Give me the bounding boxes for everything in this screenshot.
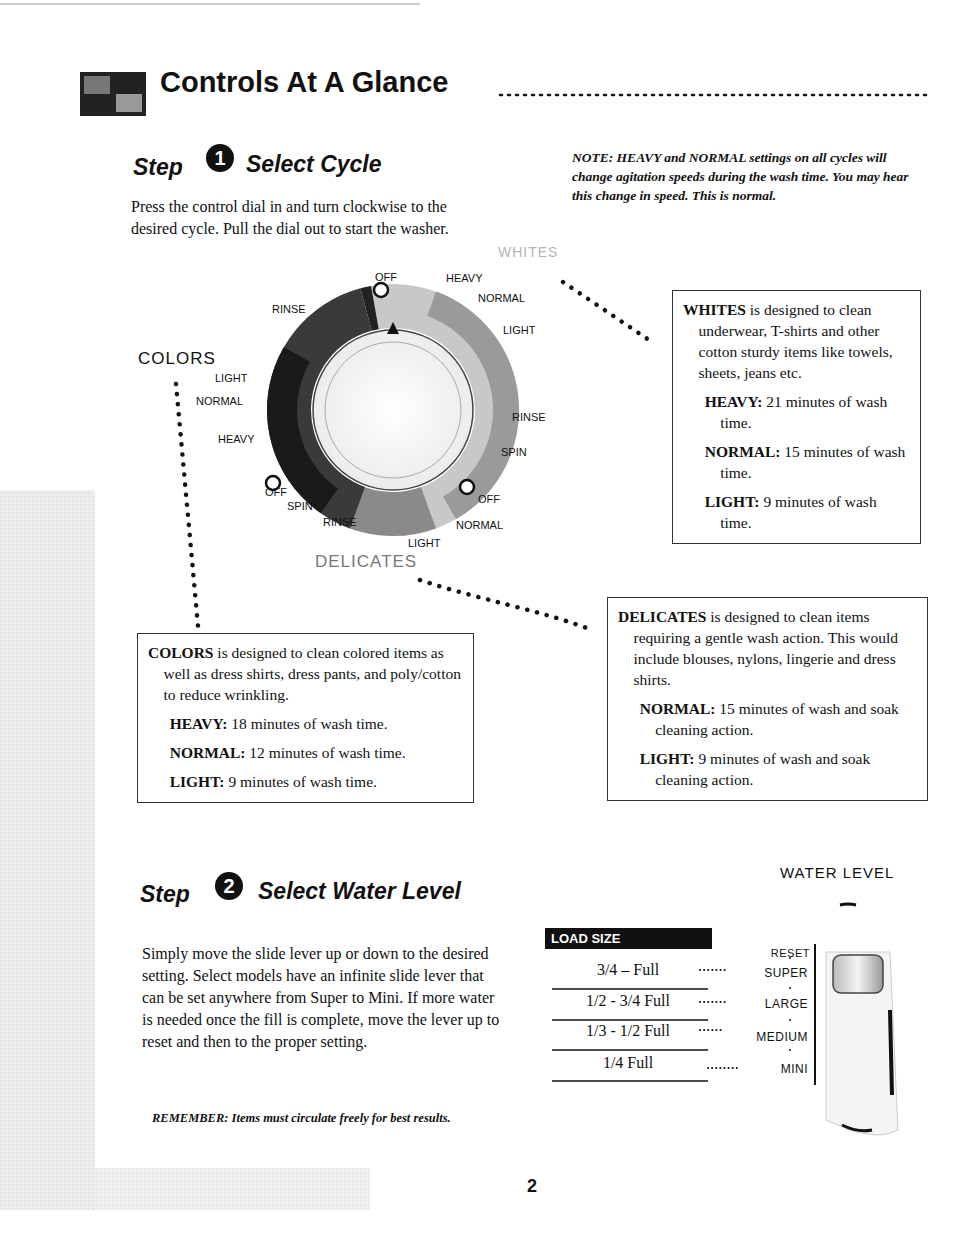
dial-mark: NORMAL — [196, 395, 243, 407]
space — [695, 750, 699, 767]
description: 18 minutes of wash time. — [231, 715, 387, 732]
box-paragraph: HEAVY: 21 minutes of wash time. — [705, 391, 910, 433]
page-title: Controls At A Glance — [160, 66, 454, 99]
term: COLORS — [148, 644, 213, 661]
box-paragraph: HEAVY: 18 minutes of wash time. — [170, 713, 463, 734]
term: NORMAL: — [640, 700, 716, 717]
step-number: 2 — [215, 872, 243, 900]
table-cell: 1/3 - 1/2 Full — [586, 1022, 670, 1040]
step-heading: Select Water Level — [258, 878, 461, 905]
space — [245, 744, 249, 761]
dial-mark: OFF — [375, 271, 397, 283]
space — [227, 715, 231, 732]
cycle-info-box: COLORS is designed to clean colored item… — [137, 633, 474, 803]
term: NORMAL: — [705, 443, 781, 460]
space — [715, 700, 719, 717]
description: 9 minutes of wash time. — [228, 773, 377, 790]
table-cell: 1/2 - 3/4 Full — [586, 992, 670, 1010]
dial-mark: LIGHT — [408, 537, 440, 549]
space — [706, 608, 710, 625]
term: LIGHT: — [640, 750, 695, 767]
slider-mark: LARGE — [765, 997, 808, 1011]
space — [746, 301, 750, 318]
note: NOTE: HEAVY and NORMAL settings on all c… — [572, 148, 922, 205]
dial-mark: HEAVY — [446, 272, 482, 284]
slider-mark: SUPER — [764, 966, 808, 980]
off-marker — [460, 480, 474, 494]
box-paragraph: LIGHT: 9 minutes of wash time. — [170, 771, 463, 792]
dial-mark: OFF — [478, 493, 500, 505]
step-word: Step — [133, 154, 183, 181]
slider-mark: MEDIUM — [756, 1030, 808, 1044]
step-number: 1 — [206, 144, 234, 172]
side-band — [0, 490, 95, 1210]
dial-ring — [325, 342, 461, 478]
dial-mark: NORMAL — [456, 519, 503, 531]
space — [760, 493, 764, 510]
term: HEAVY: — [170, 715, 228, 732]
off-marker — [374, 283, 388, 297]
step-word: Step — [140, 881, 190, 908]
title-dots — [500, 94, 928, 97]
description: 12 minutes of wash time. — [249, 744, 405, 761]
cycle-name: WHITES — [498, 244, 558, 260]
dial-knob — [313, 330, 473, 490]
space — [213, 644, 217, 661]
box-paragraph: COLORS is designed to clean colored item… — [148, 642, 463, 705]
table-header: LOAD SIZE — [545, 928, 712, 949]
cycle-name: COLORS — [138, 349, 216, 369]
dial-mark: RINSE — [512, 411, 546, 423]
space — [225, 773, 229, 790]
dial-mark: OFF — [265, 486, 287, 498]
term: HEAVY: — [705, 393, 763, 410]
term: LIGHT: — [170, 773, 225, 790]
table-rules — [552, 989, 708, 1081]
callout-dots — [176, 282, 652, 630]
reminder: REMEMBER: Items must circulate freely fo… — [152, 1111, 451, 1126]
term: NORMAL: — [170, 744, 246, 761]
top-rule — [0, 4, 420, 5]
water-slider — [815, 904, 898, 1135]
term: LIGHT: — [705, 493, 760, 510]
dial-mark: RINSE — [323, 516, 357, 528]
slider-mark: MINI — [781, 1062, 808, 1076]
table-cell: 1/4 Full — [603, 1054, 653, 1072]
bottom-band — [95, 1168, 370, 1210]
box-paragraph: DELICATES is designed to clean items req… — [618, 606, 917, 690]
box-paragraph: LIGHT: 9 minutes of wash time. — [705, 491, 910, 533]
dial-pointer — [387, 322, 399, 334]
dial-mark: SPIN — [287, 500, 313, 512]
dial-mark: SPIN — [501, 446, 527, 458]
term: DELICATES — [618, 608, 706, 625]
box-paragraph: NORMAL: 15 minutes of wash time. — [705, 441, 910, 483]
title-icon — [80, 72, 146, 116]
dial-mark: LIGHT — [215, 372, 247, 384]
box-paragraph: NORMAL: 12 minutes of wash time. — [170, 742, 463, 763]
cycle-name: DELICATES — [315, 552, 417, 572]
dial-mark: NORMAL — [478, 292, 525, 304]
term: WHITES — [683, 301, 746, 318]
step-heading: Select Cycle — [246, 151, 382, 178]
instruction: Press the control dial in and turn clock… — [131, 196, 471, 240]
box-paragraph: WHITES is designed to clean underwear, T… — [683, 299, 910, 383]
space — [780, 443, 784, 460]
control-name: WATER LEVEL — [780, 864, 894, 881]
box-paragraph: NORMAL: 15 minutes of wash and soak clea… — [640, 698, 917, 740]
table-cell: 3/4 – Full — [597, 961, 659, 979]
dial-mark: RINSE — [272, 303, 306, 315]
page-number: 2 — [527, 1176, 537, 1197]
box-paragraph: LIGHT: 9 minutes of wash and soak cleani… — [640, 748, 917, 790]
instruction: Simply move the slide lever up or down t… — [142, 943, 500, 1053]
slider-mark: RESET — [771, 947, 810, 959]
control-dial — [266, 283, 519, 536]
dial-mark: HEAVY — [218, 433, 254, 445]
cycle-info-box: WHITES is designed to clean underwear, T… — [672, 290, 921, 544]
dial-mark: LIGHT — [503, 324, 535, 336]
space — [762, 393, 766, 410]
cycle-info-box: DELICATES is designed to clean items req… — [607, 597, 928, 801]
